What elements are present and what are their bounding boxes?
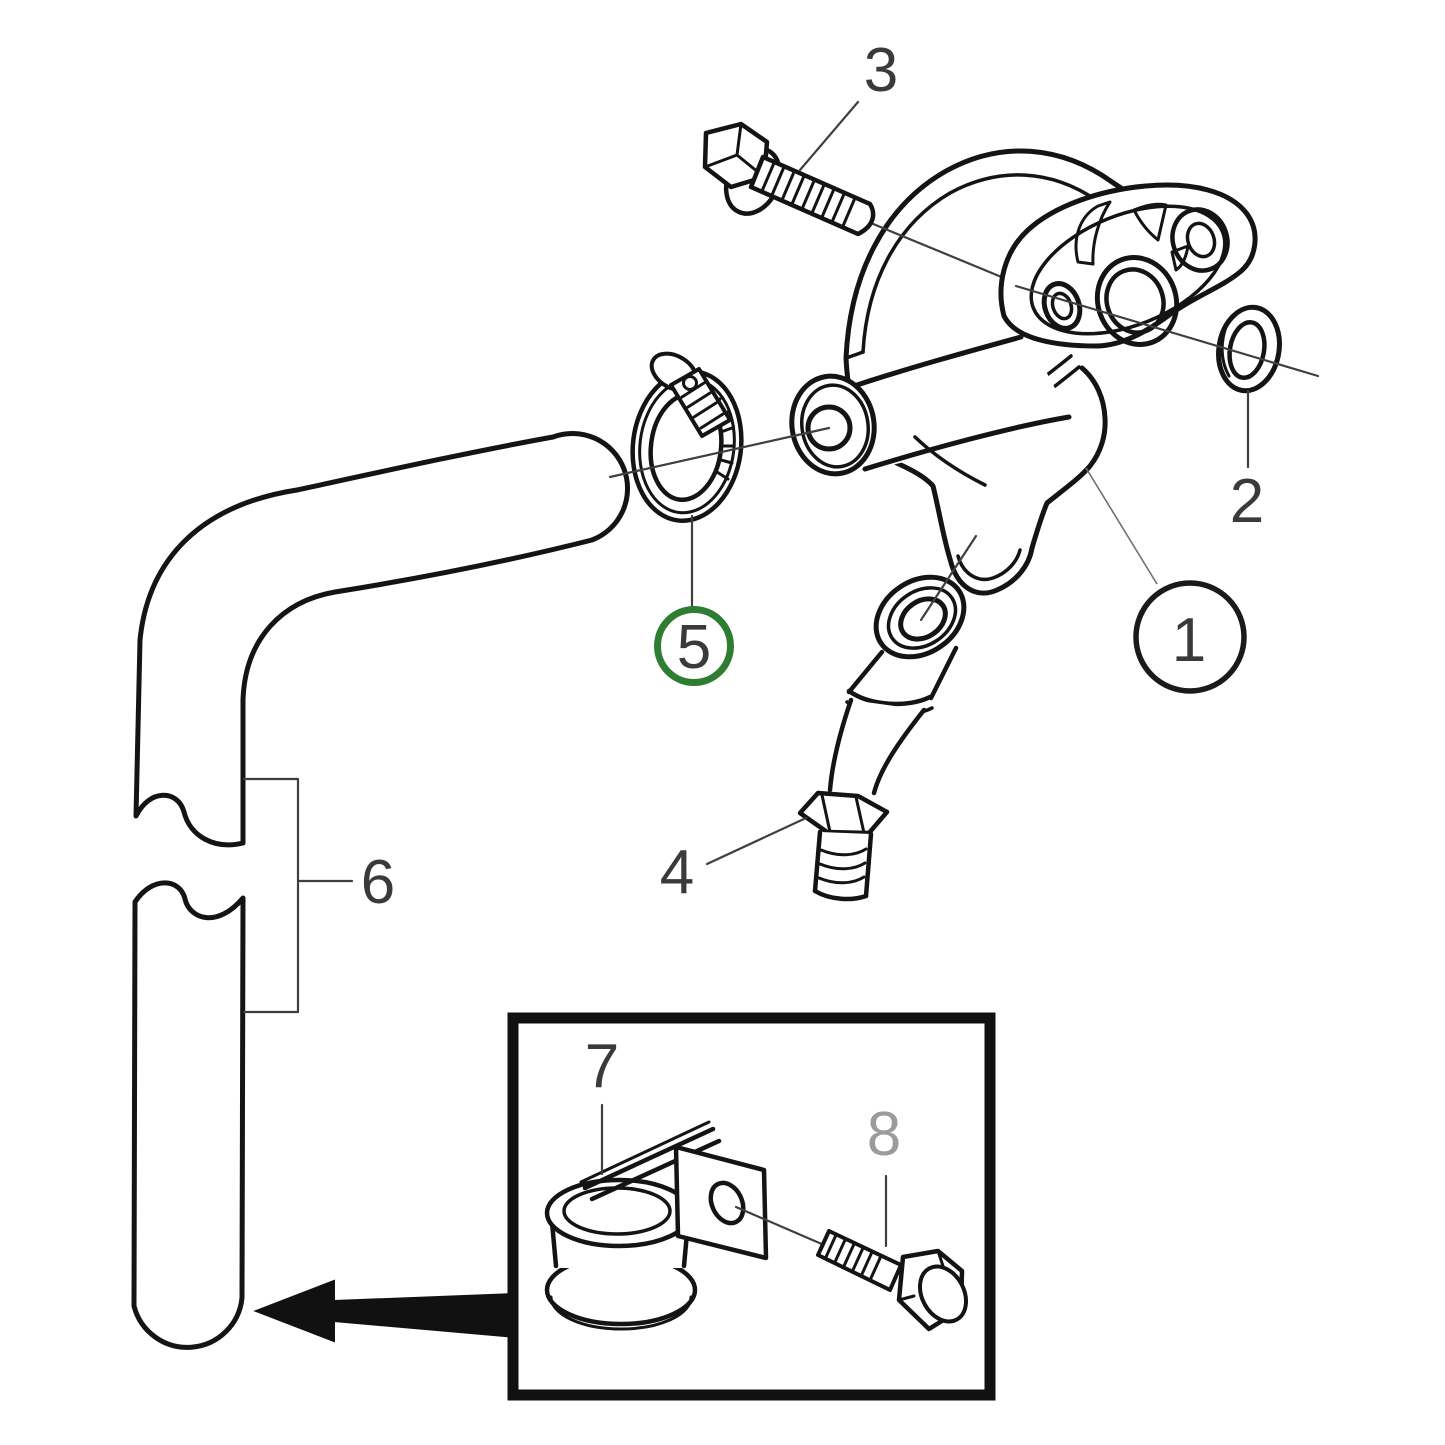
callout-3-label: 3	[864, 36, 898, 105]
fitting-body-right	[928, 645, 959, 701]
callout-2-label: 2	[1230, 467, 1264, 536]
left-spout-body-mask	[856, 330, 1072, 472]
flange-bolt-hole-outer	[1041, 281, 1083, 331]
bolt-shank	[748, 154, 876, 237]
flange-web-cutout-1	[1074, 200, 1112, 266]
callout-5: 5	[654, 514, 734, 686]
callout-5-label: 5	[677, 613, 711, 682]
clamp-screw	[734, 1205, 969, 1332]
fitting-stub-bottom	[812, 888, 869, 902]
clamp-axis-line	[608, 426, 831, 479]
callout-1-label: 1	[1172, 606, 1206, 675]
hose-lower-section	[131, 880, 246, 1350]
pclamp-bead-line	[549, 1295, 693, 1331]
seal-axis-line	[1014, 284, 1320, 378]
callout-8-label: 8	[867, 1100, 901, 1169]
inset-detail-box: 7 8	[507, 1012, 996, 1401]
pclamp-waist-left	[549, 1219, 559, 1269]
housing-dome-inner	[861, 173, 1098, 354]
callout-1-leader	[1085, 467, 1158, 585]
callout-4-label: 4	[660, 838, 694, 907]
oil-trap-housing	[789, 148, 1151, 596]
hose-clamp	[630, 351, 744, 523]
fitting-stub-threads	[817, 847, 868, 885]
pclamp-tab-hole	[708, 1180, 746, 1226]
fitting-elbow-mask	[830, 700, 924, 793]
callout-1: 1	[1085, 467, 1247, 694]
hose-upper-outline	[133, 430, 631, 848]
fitting-hex-nut	[797, 790, 890, 836]
screw-head-facets	[897, 1249, 945, 1302]
callout-2: 2	[1230, 389, 1264, 536]
down-spout-mouth-inner	[956, 548, 1022, 581]
flange-boss-outer	[1170, 207, 1230, 273]
clamp-screw-slot	[682, 375, 698, 391]
flange-web-cutout-2	[1132, 202, 1168, 242]
fitting-hex-facets	[820, 793, 866, 835]
callout-7-label: 7	[585, 1032, 619, 1101]
hose-lower-outline	[131, 880, 246, 1350]
left-spout-mouth-rim	[800, 383, 870, 469]
callout-6: 6	[242, 777, 395, 1014]
callout-5-highlight-ring	[654, 606, 734, 686]
seal-ring-inner	[1227, 320, 1267, 380]
flange-face-rim	[1029, 204, 1227, 336]
spout-body-crease	[913, 435, 987, 487]
callout-3-leader	[798, 100, 860, 172]
fitting-axis-line	[919, 534, 978, 622]
fitting-elbow-left	[827, 697, 854, 793]
bolt-axis-line	[864, 219, 1018, 285]
callout-6-bracket	[242, 777, 354, 1014]
seal-ring	[1216, 304, 1282, 394]
flange-boss-hole	[1185, 221, 1217, 259]
fitting-stub-right	[863, 831, 874, 899]
housing-dome-outer	[843, 148, 1151, 361]
hose-upper-section	[133, 430, 631, 848]
left-spout-bottom-edge	[862, 414, 1072, 472]
screw-shank	[816, 1229, 903, 1292]
screw-head-face	[917, 1264, 969, 1324]
callout-6-label: 6	[361, 848, 395, 917]
callout-4: 4	[660, 816, 808, 907]
flange-center-hole-inner	[1104, 267, 1166, 335]
clamp-worm-housing	[669, 367, 732, 438]
callout-7: 7	[585, 1032, 619, 1176]
fitting-ridge-1	[846, 688, 933, 707]
bolt-threads	[760, 161, 857, 228]
pclamp-strap-upper	[582, 1126, 716, 1191]
callout-4-leader	[705, 816, 808, 866]
flange-center-hole-outer	[1094, 255, 1180, 347]
left-spout-top-edge	[854, 334, 1024, 388]
housing-flange	[998, 182, 1258, 349]
seal-ring-lip	[1220, 320, 1231, 378]
hex-bolt	[702, 121, 876, 237]
screw-threads	[824, 1233, 883, 1280]
pipe-clamp	[544, 1120, 769, 1331]
flange-web-cutout-3	[1170, 244, 1190, 272]
callout-8: 8	[867, 1100, 901, 1248]
callout-1-balloon	[1133, 580, 1247, 694]
callout-3: 3	[798, 36, 898, 172]
fitting-rim-inner	[886, 586, 958, 650]
screw-fit-line	[734, 1205, 826, 1247]
fitting-body-left	[846, 649, 885, 695]
housing-body-outline	[843, 355, 1108, 596]
fitting-stub-left	[812, 829, 823, 894]
drain-fitting	[797, 574, 967, 902]
fitting-elbow-right	[871, 707, 927, 796]
fitting-bore	[898, 596, 948, 642]
pointer-arrow	[253, 1279, 517, 1343]
